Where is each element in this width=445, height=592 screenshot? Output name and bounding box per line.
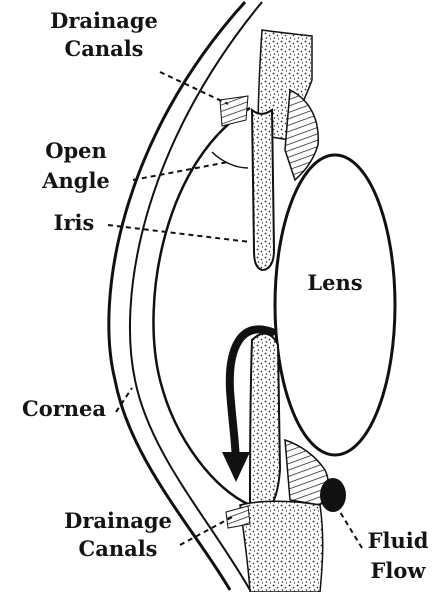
label-lens: Lens — [307, 270, 362, 295]
leader-fluid-flow — [340, 512, 362, 548]
label-drainage-canals-bottom-line1: Drainage — [64, 508, 172, 533]
iris-upper — [252, 110, 274, 270]
label-fluid-flow-line1: Fluid — [368, 528, 429, 553]
label-cornea: Cornea — [22, 396, 106, 421]
iris-lower — [250, 334, 280, 512]
leader-iris — [108, 225, 250, 242]
label-drainage-canals-top-line1: Drainage — [50, 8, 158, 33]
fluid-flow-blob — [320, 478, 346, 512]
label-fluid-flow-line2: Flow — [371, 558, 427, 583]
lens — [275, 155, 395, 455]
label-drainage-canals-bottom-line2: Canals — [79, 536, 158, 561]
drainage-canal-top-mark — [220, 96, 248, 126]
fluid-flow-arrowhead — [222, 452, 250, 482]
sclera-bottom — [240, 501, 323, 592]
leader-drainage-bottom — [180, 516, 234, 545]
label-open-angle-line2: Angle — [41, 168, 110, 193]
open-angle-arc — [212, 152, 248, 168]
label-open-angle-line1: Open — [45, 138, 107, 163]
label-drainage-canals-top-line2: Canals — [65, 36, 144, 61]
leader-open-angle — [133, 162, 228, 180]
leader-drainage-top — [160, 72, 228, 104]
drainage-canal-bottom-mark — [226, 506, 250, 528]
label-iris: Iris — [54, 210, 95, 235]
cornea-outer-line — [109, 2, 245, 590]
